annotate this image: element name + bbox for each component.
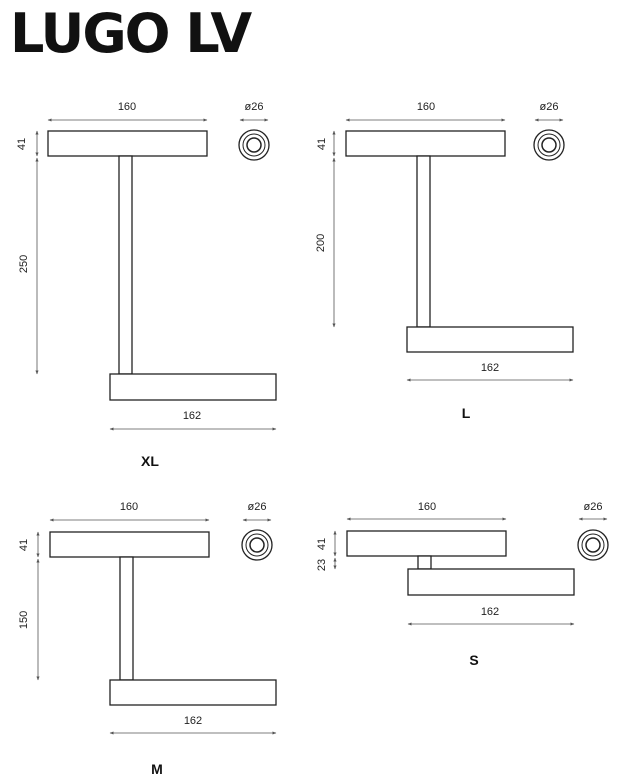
- stem: [119, 556, 134, 681]
- variant-l: 160 ø26 41 200 162 L: [315, 101, 574, 421]
- size-label: XL: [141, 453, 159, 469]
- bottom-width-label: 162: [481, 606, 499, 618]
- variant-xl: 160 ø26 41 250 162 XL: [16, 101, 277, 469]
- lens-icon: [238, 129, 270, 161]
- bottom-head: [109, 679, 277, 706]
- bottom-width-label: 162: [184, 715, 202, 727]
- top-height-label: 41: [16, 138, 28, 150]
- stem-length-label: 150: [18, 611, 30, 629]
- stem: [118, 155, 133, 375]
- stem: [417, 555, 432, 570]
- top-head: [49, 531, 210, 558]
- stem: [416, 155, 431, 328]
- bottom-head: [407, 568, 575, 596]
- size-label: M: [151, 761, 163, 777]
- diameter-label: ø26: [245, 101, 264, 113]
- top-height-label: 41: [316, 538, 328, 550]
- top-width-label: 160: [120, 501, 138, 513]
- lens-icon: [533, 129, 565, 161]
- bottom-width-label: 162: [183, 410, 201, 422]
- top-width-label: 160: [417, 101, 435, 113]
- variant-s: 160 ø26 41 23 162 S: [316, 501, 609, 668]
- diameter-label: ø26: [540, 101, 559, 113]
- lens-icon: [577, 529, 609, 561]
- stem-length-label: 23: [316, 559, 328, 571]
- variant-m: 160 ø26 41 150 162 M: [18, 501, 277, 777]
- bottom-width-label: 162: [481, 362, 499, 374]
- top-head: [345, 130, 506, 157]
- bottom-head: [109, 373, 277, 401]
- product-title: LUGO LV: [10, 2, 252, 65]
- size-label: S: [469, 652, 478, 668]
- lens-icon: [241, 529, 273, 561]
- diameter-label: ø26: [584, 501, 603, 513]
- bottom-head: [406, 326, 574, 353]
- size-label: L: [462, 405, 471, 421]
- top-head: [346, 530, 507, 557]
- stem-length-label: 250: [18, 255, 30, 273]
- diameter-label: ø26: [248, 501, 267, 513]
- top-head: [47, 130, 208, 157]
- top-width-label: 160: [418, 501, 436, 513]
- top-height-label: 41: [18, 539, 30, 551]
- top-height-label: 41: [316, 138, 328, 150]
- stem-length-label: 200: [315, 234, 327, 252]
- top-width-label: 160: [118, 101, 136, 113]
